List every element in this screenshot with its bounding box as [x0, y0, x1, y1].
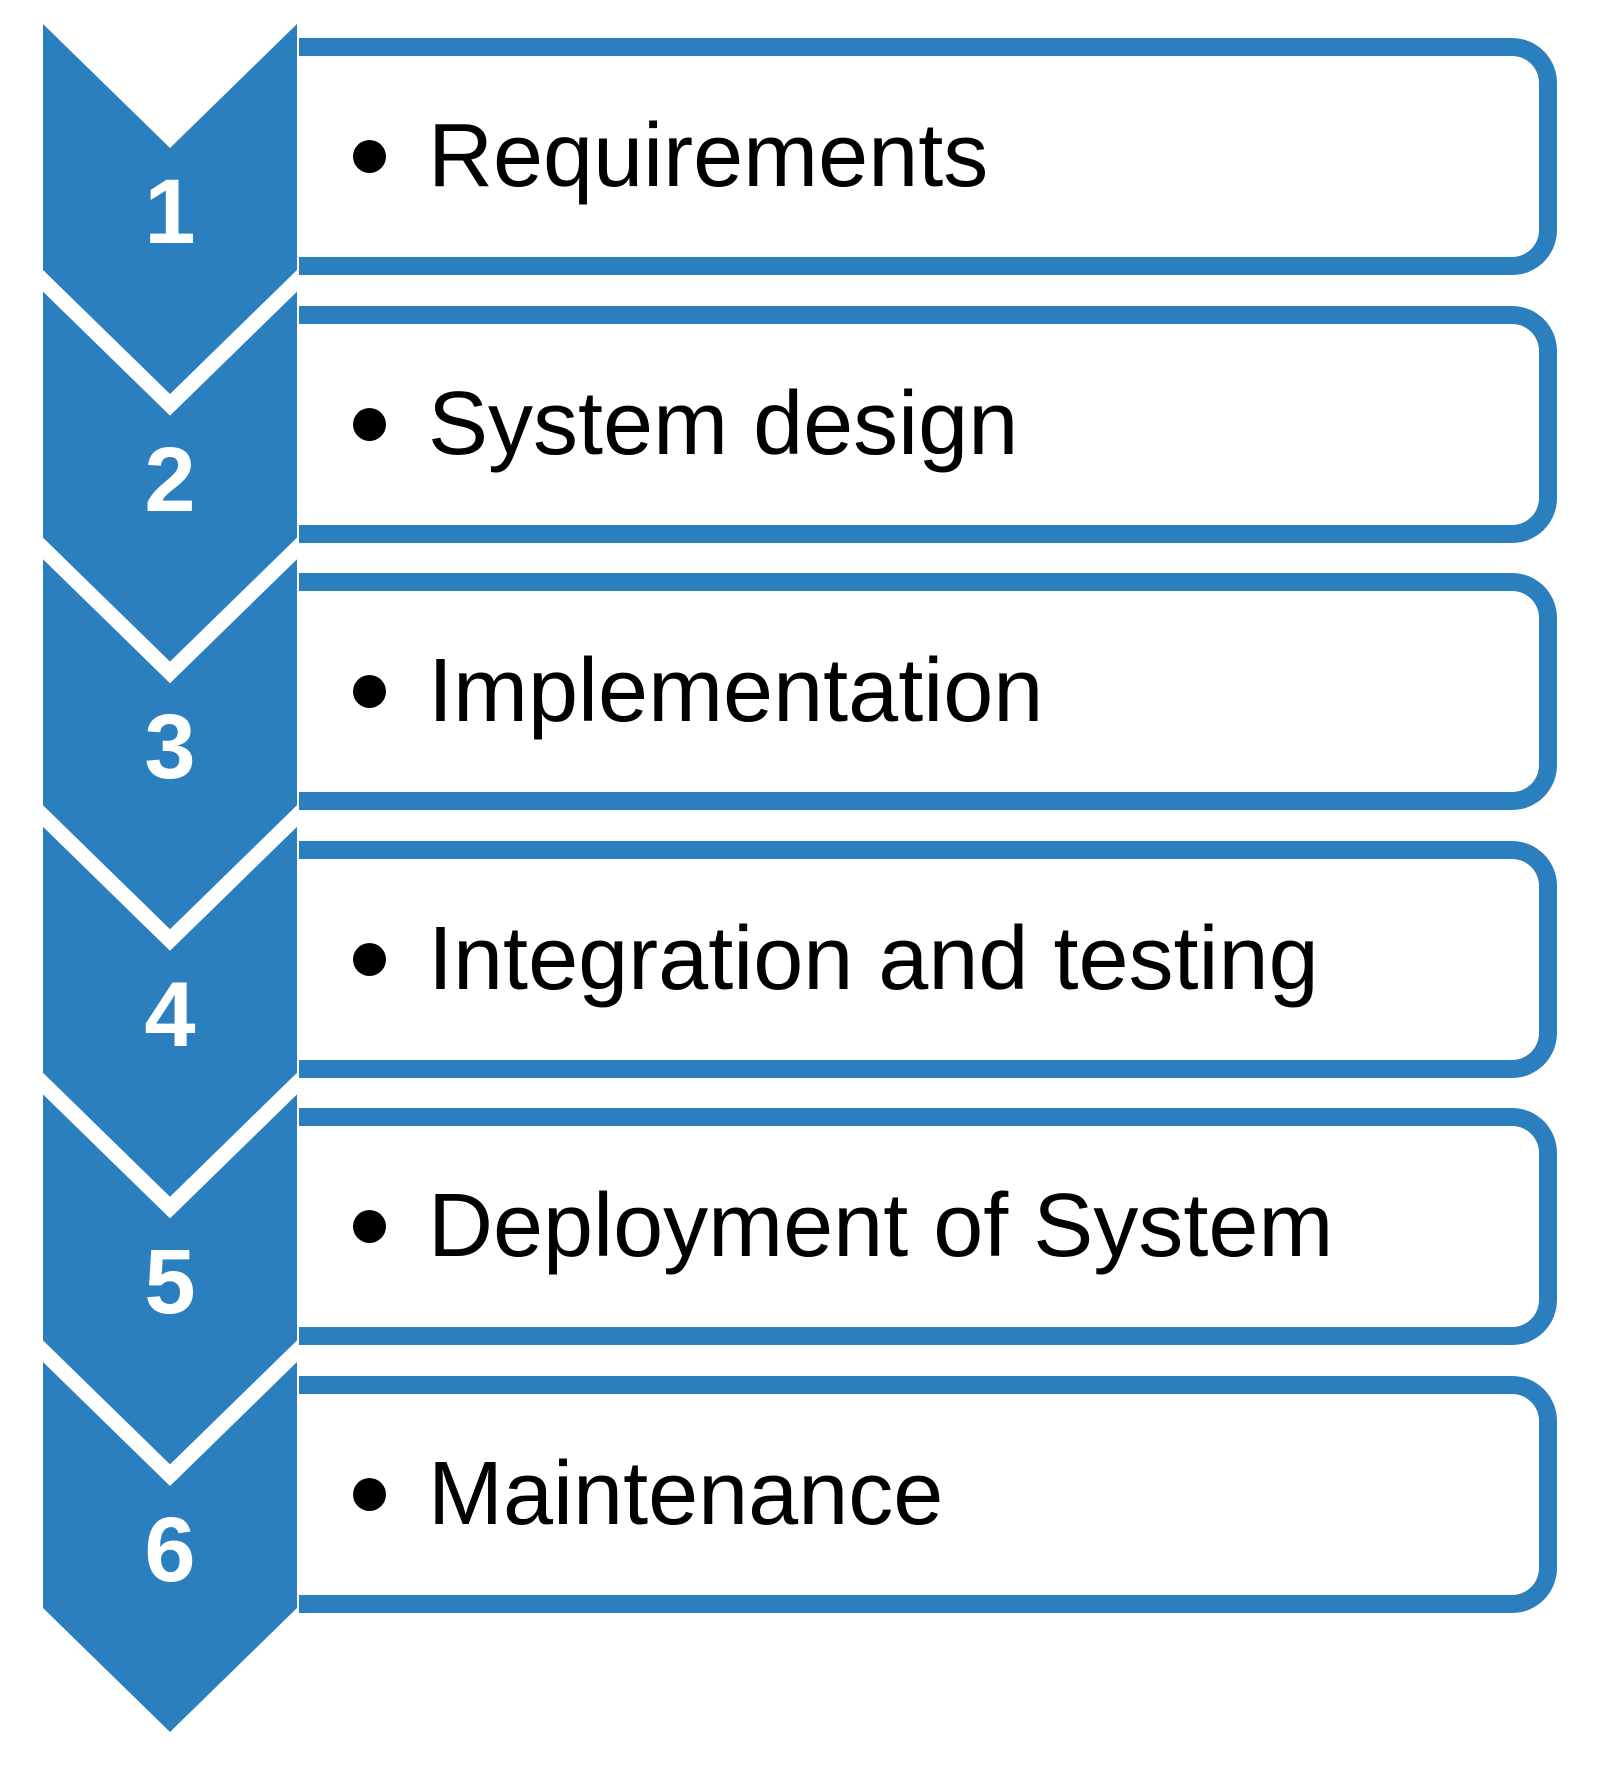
bullet-icon [353, 942, 386, 976]
chevron-arrow-6 [43, 1362, 297, 1732]
step-number-5: 5 [144, 1231, 196, 1334]
bullet-icon [353, 407, 386, 441]
bullet-icon [353, 675, 386, 709]
step-box-1: Requirements [299, 38, 1557, 275]
chevron-arrow-3 [43, 559, 297, 930]
step-box-5: Deployment of System [299, 1108, 1557, 1346]
chevron-arrow-2 [43, 291, 297, 662]
step-number-6: 6 [144, 1499, 196, 1601]
bullet-icon [353, 1210, 386, 1244]
chevron-arrow-1 [43, 24, 297, 394]
chevron-column [43, 24, 297, 1732]
step-label: Integration and testing [428, 908, 1319, 1009]
step-label: System design [428, 373, 1019, 474]
step-label: Requirements [428, 106, 989, 206]
step-label: Implementation [428, 641, 1044, 742]
chevron-arrow-5 [43, 1094, 297, 1465]
step-number-4: 4 [144, 963, 196, 1066]
step-box-4: Integration and testing [299, 840, 1557, 1078]
step-box-2: System design [299, 305, 1557, 543]
step-number-1: 1 [144, 161, 196, 263]
step-label: Maintenance [428, 1444, 944, 1544]
chevron-arrow-4 [43, 826, 297, 1197]
step-box-3: Implementation [299, 573, 1557, 811]
step-box-6: Maintenance [299, 1376, 1557, 1613]
step-number-2: 2 [144, 428, 196, 531]
bullet-icon [353, 1478, 386, 1511]
step-label: Deployment of System [428, 1176, 1334, 1277]
step-number-3: 3 [144, 696, 196, 799]
bullet-icon [353, 140, 386, 173]
